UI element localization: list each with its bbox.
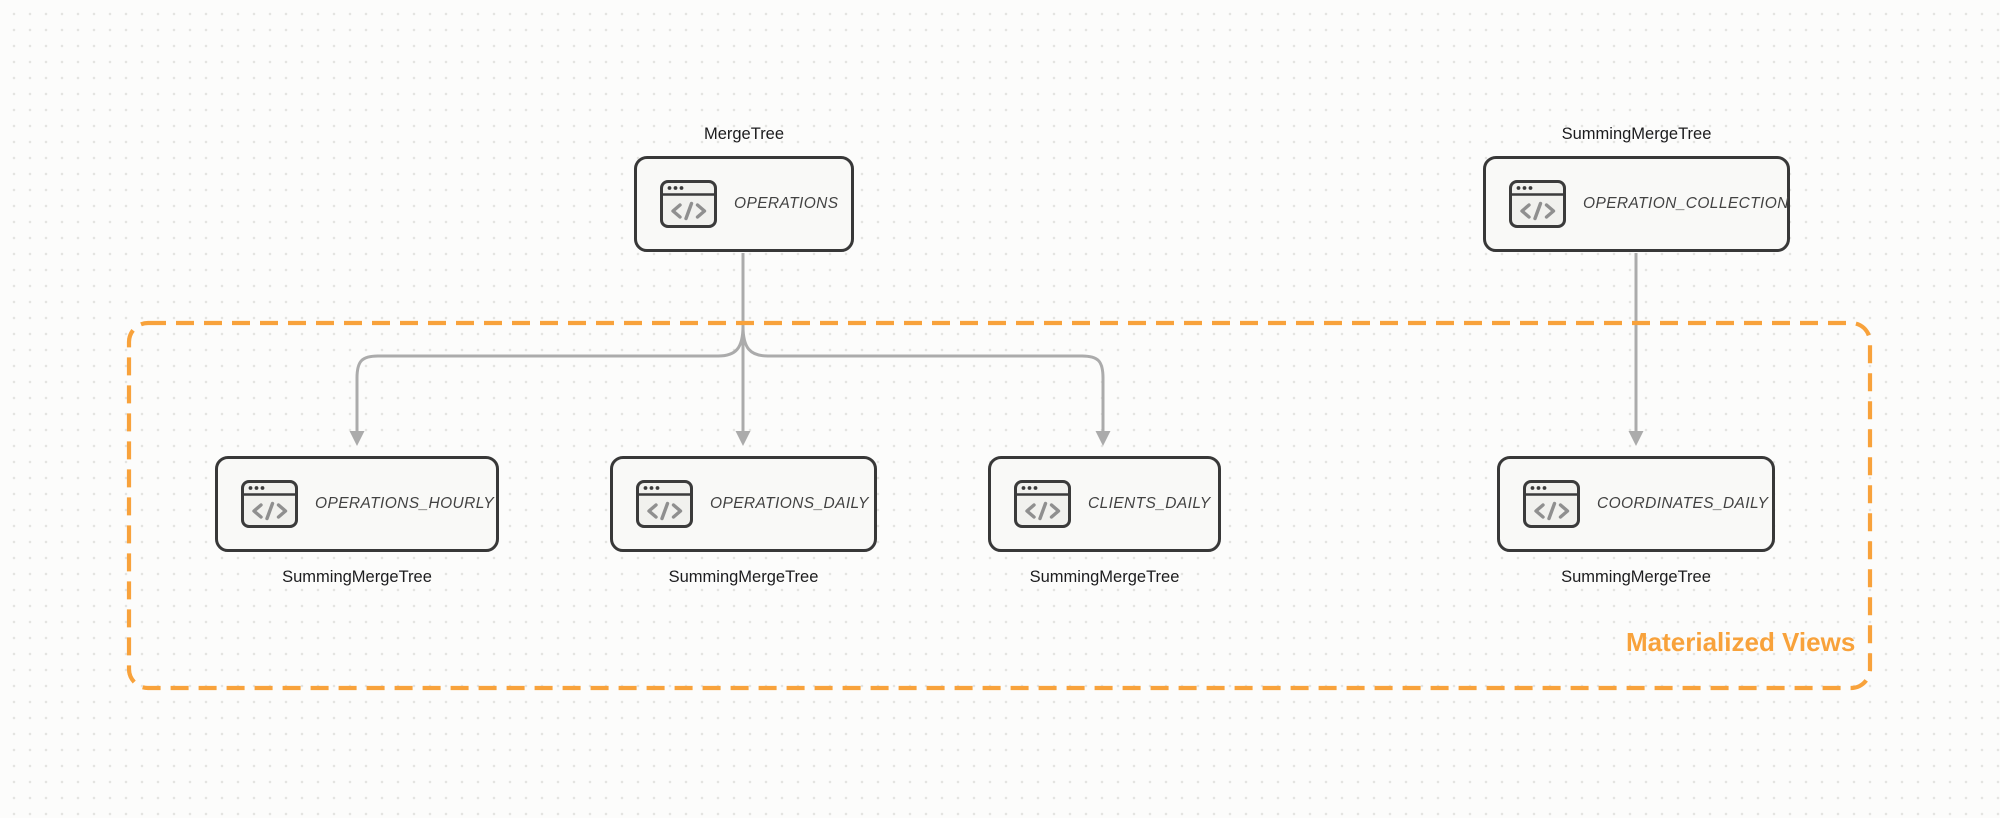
engine-label-operations-hourly: SummingMergeTree [282, 568, 432, 586]
table-box-clients-daily: CLIENTS_DAILY [988, 456, 1221, 552]
arrow-operations-to-operations-hourly [349, 325, 745, 446]
code-window-icon [660, 180, 717, 228]
table-box-operations-hourly: OPERATIONS_HOURLY [215, 456, 499, 552]
table-box-coordinates-daily: COORDINATES_DAILY [1497, 456, 1775, 552]
code-window-icon [241, 480, 298, 528]
node-coordinates-daily: COORDINATES_DAILY SummingMergeTree [1497, 456, 1775, 586]
code-window-icon [1014, 480, 1071, 528]
engine-label-operations: MergeTree [703, 125, 785, 143]
table-name: CLIENTS_DAILY [1088, 495, 1211, 512]
table-name: COORDINATES_DAILY [1597, 495, 1769, 512]
code-window-icon [636, 480, 693, 528]
table-name: OPERATIONS [734, 195, 839, 212]
table-box-operation-collection: OPERATION_COLLECTION [1483, 156, 1790, 252]
table-name: OPERATIONS_HOURLY [315, 495, 495, 512]
engine-label-operations-daily: SummingMergeTree [668, 568, 819, 586]
arrow-operations-to-clients-daily [741, 325, 1111, 446]
materialized-views-label: Materialized Views [1626, 627, 1856, 657]
engine-label-coordinates-daily: SummingMergeTree [1561, 568, 1711, 586]
table-name: OPERATION_COLLECTION [1583, 195, 1789, 212]
table-name: OPERATIONS_DAILY [710, 495, 869, 512]
table-box-operations: OPERATIONS [634, 156, 854, 252]
engine-label-operation-collection: SummingMergeTree [1561, 125, 1712, 143]
node-clients-daily: CLIENTS_DAILY SummingMergeTree [988, 456, 1221, 586]
materialized-views-group-border [126, 320, 1873, 691]
node-operation-collection: SummingMergeTree OPERATION_COLLECTION [1483, 125, 1790, 252]
engine-label-clients-daily: SummingMergeTree [1029, 568, 1180, 586]
node-operations-daily: OPERATIONS_DAILY SummingMergeTree [610, 456, 877, 586]
node-operations: MergeTree OPERATIONS [634, 125, 854, 252]
node-operations-hourly: OPERATIONS_HOURLY SummingMergeTree [215, 456, 499, 586]
table-box-operations-daily: OPERATIONS_DAILY [610, 456, 877, 552]
code-window-icon [1509, 180, 1566, 228]
code-window-icon [1523, 480, 1580, 528]
